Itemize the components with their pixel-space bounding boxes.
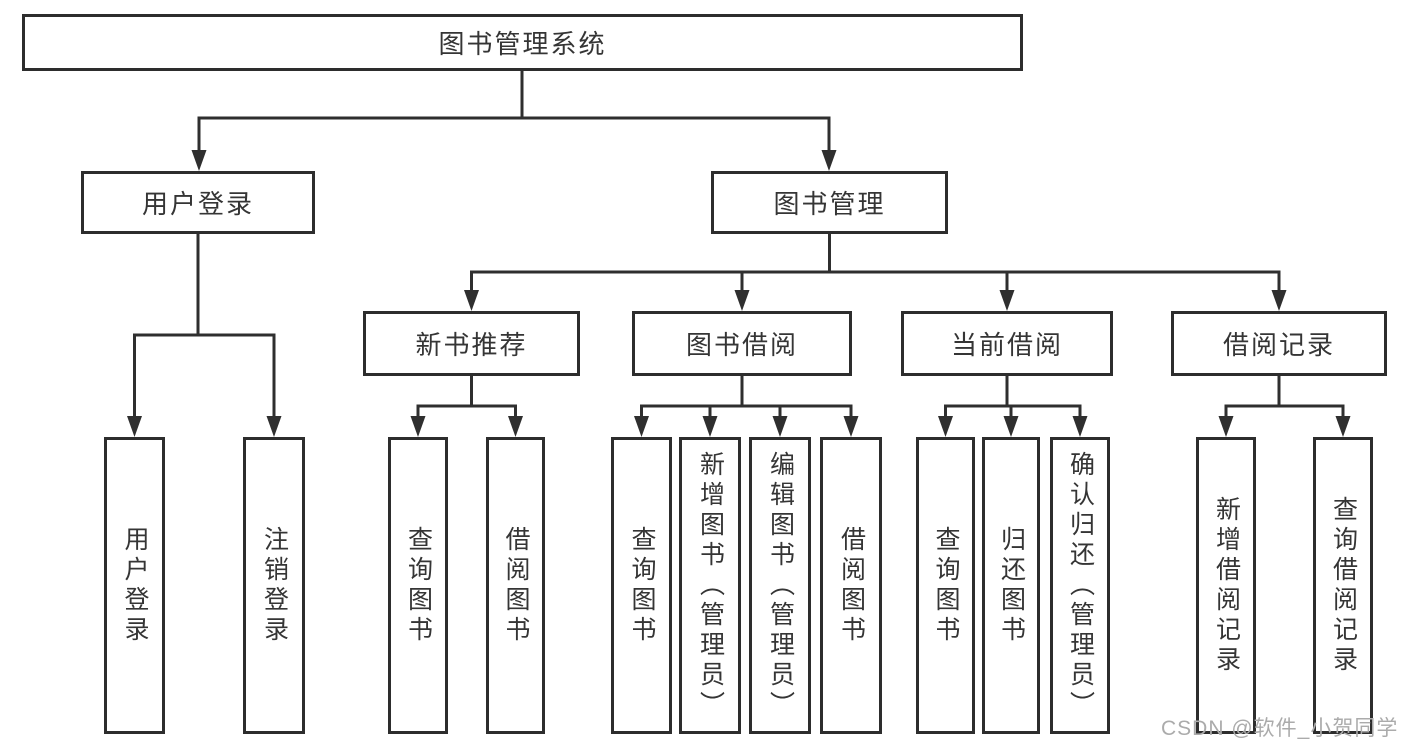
leaf-label: 借阅图书 xyxy=(837,525,866,646)
leaf-borrow-books: 借阅图书 xyxy=(820,437,882,734)
node-new-book-recommend: 新书推荐 xyxy=(363,311,580,376)
leaf-label: 用户登录 xyxy=(121,525,149,646)
leaf-confirm-return-admin: 确认归还（管理员） xyxy=(1050,437,1110,734)
leaf-label: 查询借阅记录 xyxy=(1329,495,1358,676)
leaf-add-books-admin: 新增图书（管理员） xyxy=(679,437,741,734)
leaf-borrow-books-recommend: 借阅图书 xyxy=(486,437,545,734)
leaf-query-books-borrow: 查询图书 xyxy=(611,437,672,734)
node-current-borrow: 当前借阅 xyxy=(901,311,1113,376)
leaf-return-books: 归还图书 xyxy=(982,437,1040,734)
leaf-label: 新增图书（管理员） xyxy=(696,450,725,721)
node-label: 借阅记录 xyxy=(1222,330,1335,360)
leaf-query-books-current: 查询图书 xyxy=(916,437,975,734)
leaf-add-borrow-record: 新增借阅记录 xyxy=(1196,437,1256,734)
node-label: 图书管理系统 xyxy=(438,29,607,59)
node-label: 图书管理 xyxy=(773,189,886,219)
leaf-label: 新增借阅记录 xyxy=(1212,495,1241,676)
leaf-label: 查询图书 xyxy=(404,525,433,646)
node-user-login: 用户登录 xyxy=(81,171,315,234)
leaf-user-login: 用户登录 xyxy=(104,437,165,734)
node-label: 当前借阅 xyxy=(950,330,1063,360)
node-library-management-system: 图书管理系统 xyxy=(22,14,1023,71)
node-label: 新书推荐 xyxy=(415,330,528,360)
node-label: 用户登录 xyxy=(141,189,254,219)
leaf-query-borrow-record: 查询借阅记录 xyxy=(1313,437,1373,734)
leaf-label: 确认归还（管理员） xyxy=(1066,450,1095,721)
leaf-logout-login: 注销登录 xyxy=(243,437,305,734)
leaf-label: 编辑图书（管理员） xyxy=(766,450,795,721)
leaf-label: 归还图书 xyxy=(997,525,1026,646)
leaf-label: 查询图书 xyxy=(628,525,656,646)
leaf-label: 注销登录 xyxy=(260,525,289,646)
csdn-watermark: CSDN @软件_小贺同学 xyxy=(1161,717,1399,740)
leaf-label: 查询图书 xyxy=(932,525,960,646)
leaf-query-books-recommend: 查询图书 xyxy=(388,437,448,734)
node-borrow-record: 借阅记录 xyxy=(1171,311,1387,376)
leaf-edit-books-admin: 编辑图书（管理员） xyxy=(749,437,811,734)
node-book-management: 图书管理 xyxy=(711,171,948,234)
leaf-label: 借阅图书 xyxy=(502,525,530,646)
node-label: 图书借阅 xyxy=(685,330,798,360)
node-book-borrow: 图书借阅 xyxy=(632,311,852,376)
